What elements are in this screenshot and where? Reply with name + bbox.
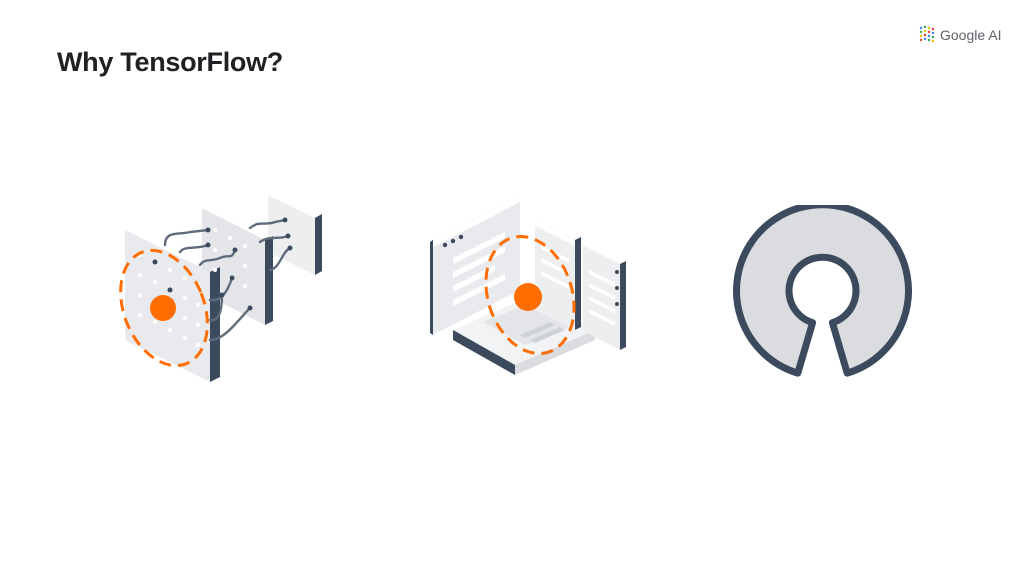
- neural-network-layers-icon: [119, 195, 322, 382]
- brand-logo: Google AI: [919, 25, 1002, 45]
- open-source-keyhole-icon: [733, 205, 912, 377]
- brand-text: Google AI: [940, 27, 1002, 43]
- slide-title: Why TensorFlow?: [57, 47, 283, 77]
- google-ai-dots-icon: [919, 25, 935, 43]
- code-editor-windows-icon: [430, 195, 626, 375]
